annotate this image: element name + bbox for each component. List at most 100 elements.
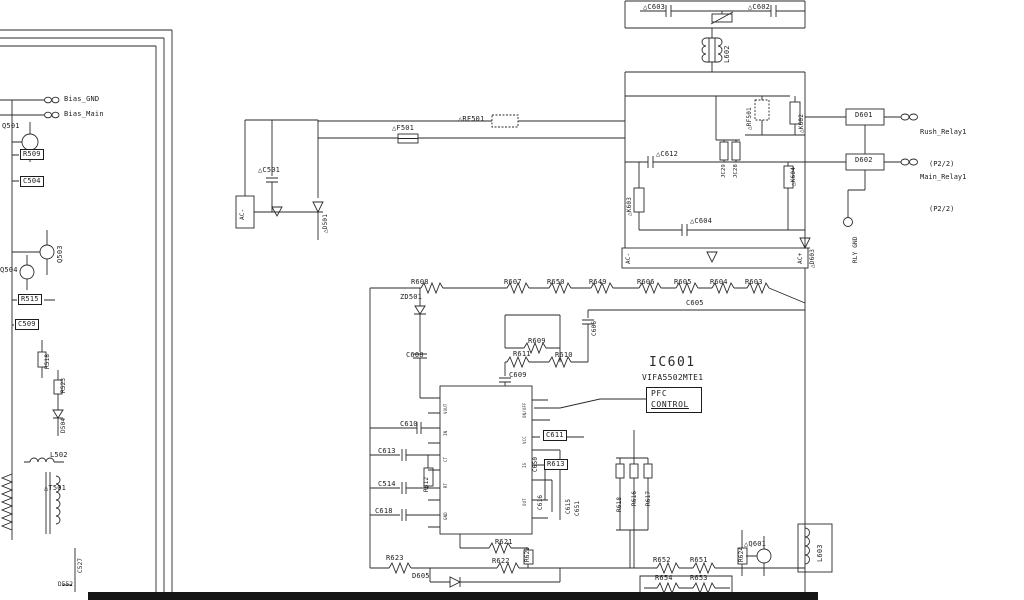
label-t501: △T501: [44, 484, 67, 492]
label-c616: C616: [537, 494, 544, 510]
label-c651: C651: [574, 500, 581, 516]
label-l602: L602: [723, 45, 731, 63]
label-gnd: GND: [443, 512, 448, 520]
label-r650: R650: [547, 278, 565, 286]
d603-diode: [799, 237, 811, 250]
label-ac: AC-: [625, 252, 632, 264]
label-c514: C514: [378, 480, 396, 488]
label-q601: △Q601: [744, 540, 767, 548]
label-r612: R612: [423, 476, 430, 492]
label-bias-main: Bias_Main: [64, 110, 104, 118]
ic601-function-line1: PFC: [651, 389, 668, 398]
label-d601: D601: [855, 111, 873, 119]
label-d605: D605: [412, 572, 430, 580]
rf501-thermistor: [491, 114, 519, 128]
label-d501: △D501: [322, 213, 329, 233]
input-filter-block: [624, 0, 806, 29]
r620-resistor: [523, 549, 534, 565]
label-f501: △F501: [392, 124, 415, 132]
label-r608: R608: [411, 278, 429, 286]
label-bias-gnd: Bias_GND: [64, 95, 100, 103]
label-r605: R605: [674, 278, 692, 286]
label-k603: △K603: [626, 196, 633, 216]
label-c610: C610: [400, 420, 418, 428]
d504-diode: [52, 409, 64, 419]
label-d504: D504: [60, 417, 67, 433]
label-r613: R613: [544, 459, 568, 470]
rly-gnd-terminal: [843, 217, 853, 227]
d501-diode: [312, 201, 324, 214]
label-k604: △K604: [790, 166, 797, 186]
label-r610: R610: [555, 351, 573, 359]
label-rt: RT: [443, 482, 448, 488]
label-c504: C504: [20, 176, 44, 187]
label-r652: R652: [653, 556, 671, 564]
label-rly-gnd: RLY GND: [852, 236, 859, 263]
label-c604: △C604: [690, 217, 713, 225]
label-r649: R649: [589, 278, 607, 286]
rush-relay-connector: Rush_Relay1 (P2/2): [920, 106, 966, 190]
pfc-leader-line: [534, 398, 646, 409]
ic601-body: [439, 385, 533, 535]
pfc-section: [369, 281, 806, 588]
label-c611: C611: [543, 430, 567, 441]
label-r607: R607: [504, 278, 522, 286]
r612-resistor: [423, 467, 434, 487]
d605-diode: [449, 576, 462, 588]
label-r620: R620: [524, 546, 531, 562]
label-is: IS: [522, 462, 527, 468]
label-c612: △C612: [656, 150, 679, 158]
label-c603: △C603: [643, 3, 666, 11]
relay-section: [625, 95, 918, 250]
label-jc28: JC28: [733, 163, 739, 178]
label-c501: △C501: [258, 166, 281, 174]
ic601-function-box: PFC CONTROL: [646, 387, 702, 413]
t501-core: [45, 472, 51, 534]
ic601-ref: IC601: [649, 355, 696, 370]
label-c609: C609: [509, 371, 527, 379]
label-r616: R616: [631, 490, 638, 506]
label-c613: C613: [378, 447, 396, 455]
label-c618: C618: [375, 507, 393, 515]
main-relay-connector: Main_Relay1 (P2/2): [920, 151, 966, 235]
label-r621: R621: [495, 538, 513, 546]
label-jc29: JC29: [721, 163, 727, 178]
main-relay-label: Main_Relay1: [920, 173, 967, 181]
label-r611: R611: [513, 350, 531, 358]
label-c650: C650: [532, 456, 539, 472]
label-c606: C606: [591, 320, 598, 336]
t501-primary-winding: [0, 473, 14, 531]
bottom-frame-bar: [88, 592, 818, 600]
label-zd501: ZD501: [400, 293, 423, 301]
label-rf501: △RF501: [746, 107, 753, 130]
label-c509: C509: [15, 319, 39, 330]
ac-terminal-strip: [621, 247, 809, 269]
label-r518: R518: [44, 353, 51, 369]
label-q504: Q504: [0, 266, 18, 274]
label-r523: R523: [60, 377, 67, 393]
l502-coil: [29, 457, 55, 463]
label-c608: C608: [406, 351, 424, 359]
label-r624: R624: [738, 546, 745, 562]
label-d602: D602: [855, 156, 873, 164]
label-l502: L502: [50, 451, 68, 459]
label-r515: R515: [18, 294, 42, 305]
label-c602: △C602: [748, 3, 771, 11]
t501-secondary-winding: [55, 475, 61, 525]
label-ct: CT: [443, 456, 448, 462]
zd501-zener: [414, 305, 426, 315]
ic601-part-number: VIFA5502MTE1: [642, 373, 704, 382]
label-d552: D552: [58, 581, 74, 588]
label-r654: R654: [655, 574, 673, 582]
label-r603: R603: [745, 278, 763, 286]
label-r622: R622: [492, 557, 510, 565]
label-r609: R609: [528, 337, 546, 345]
label-c605: C605: [686, 299, 704, 307]
label-q503: Q503: [56, 245, 64, 263]
label-ac: AC-: [239, 208, 246, 220]
label-rf501: △RF501: [458, 115, 485, 123]
label-q501: Q501: [2, 122, 20, 130]
ic601-function-line2: CONTROL: [651, 399, 689, 409]
